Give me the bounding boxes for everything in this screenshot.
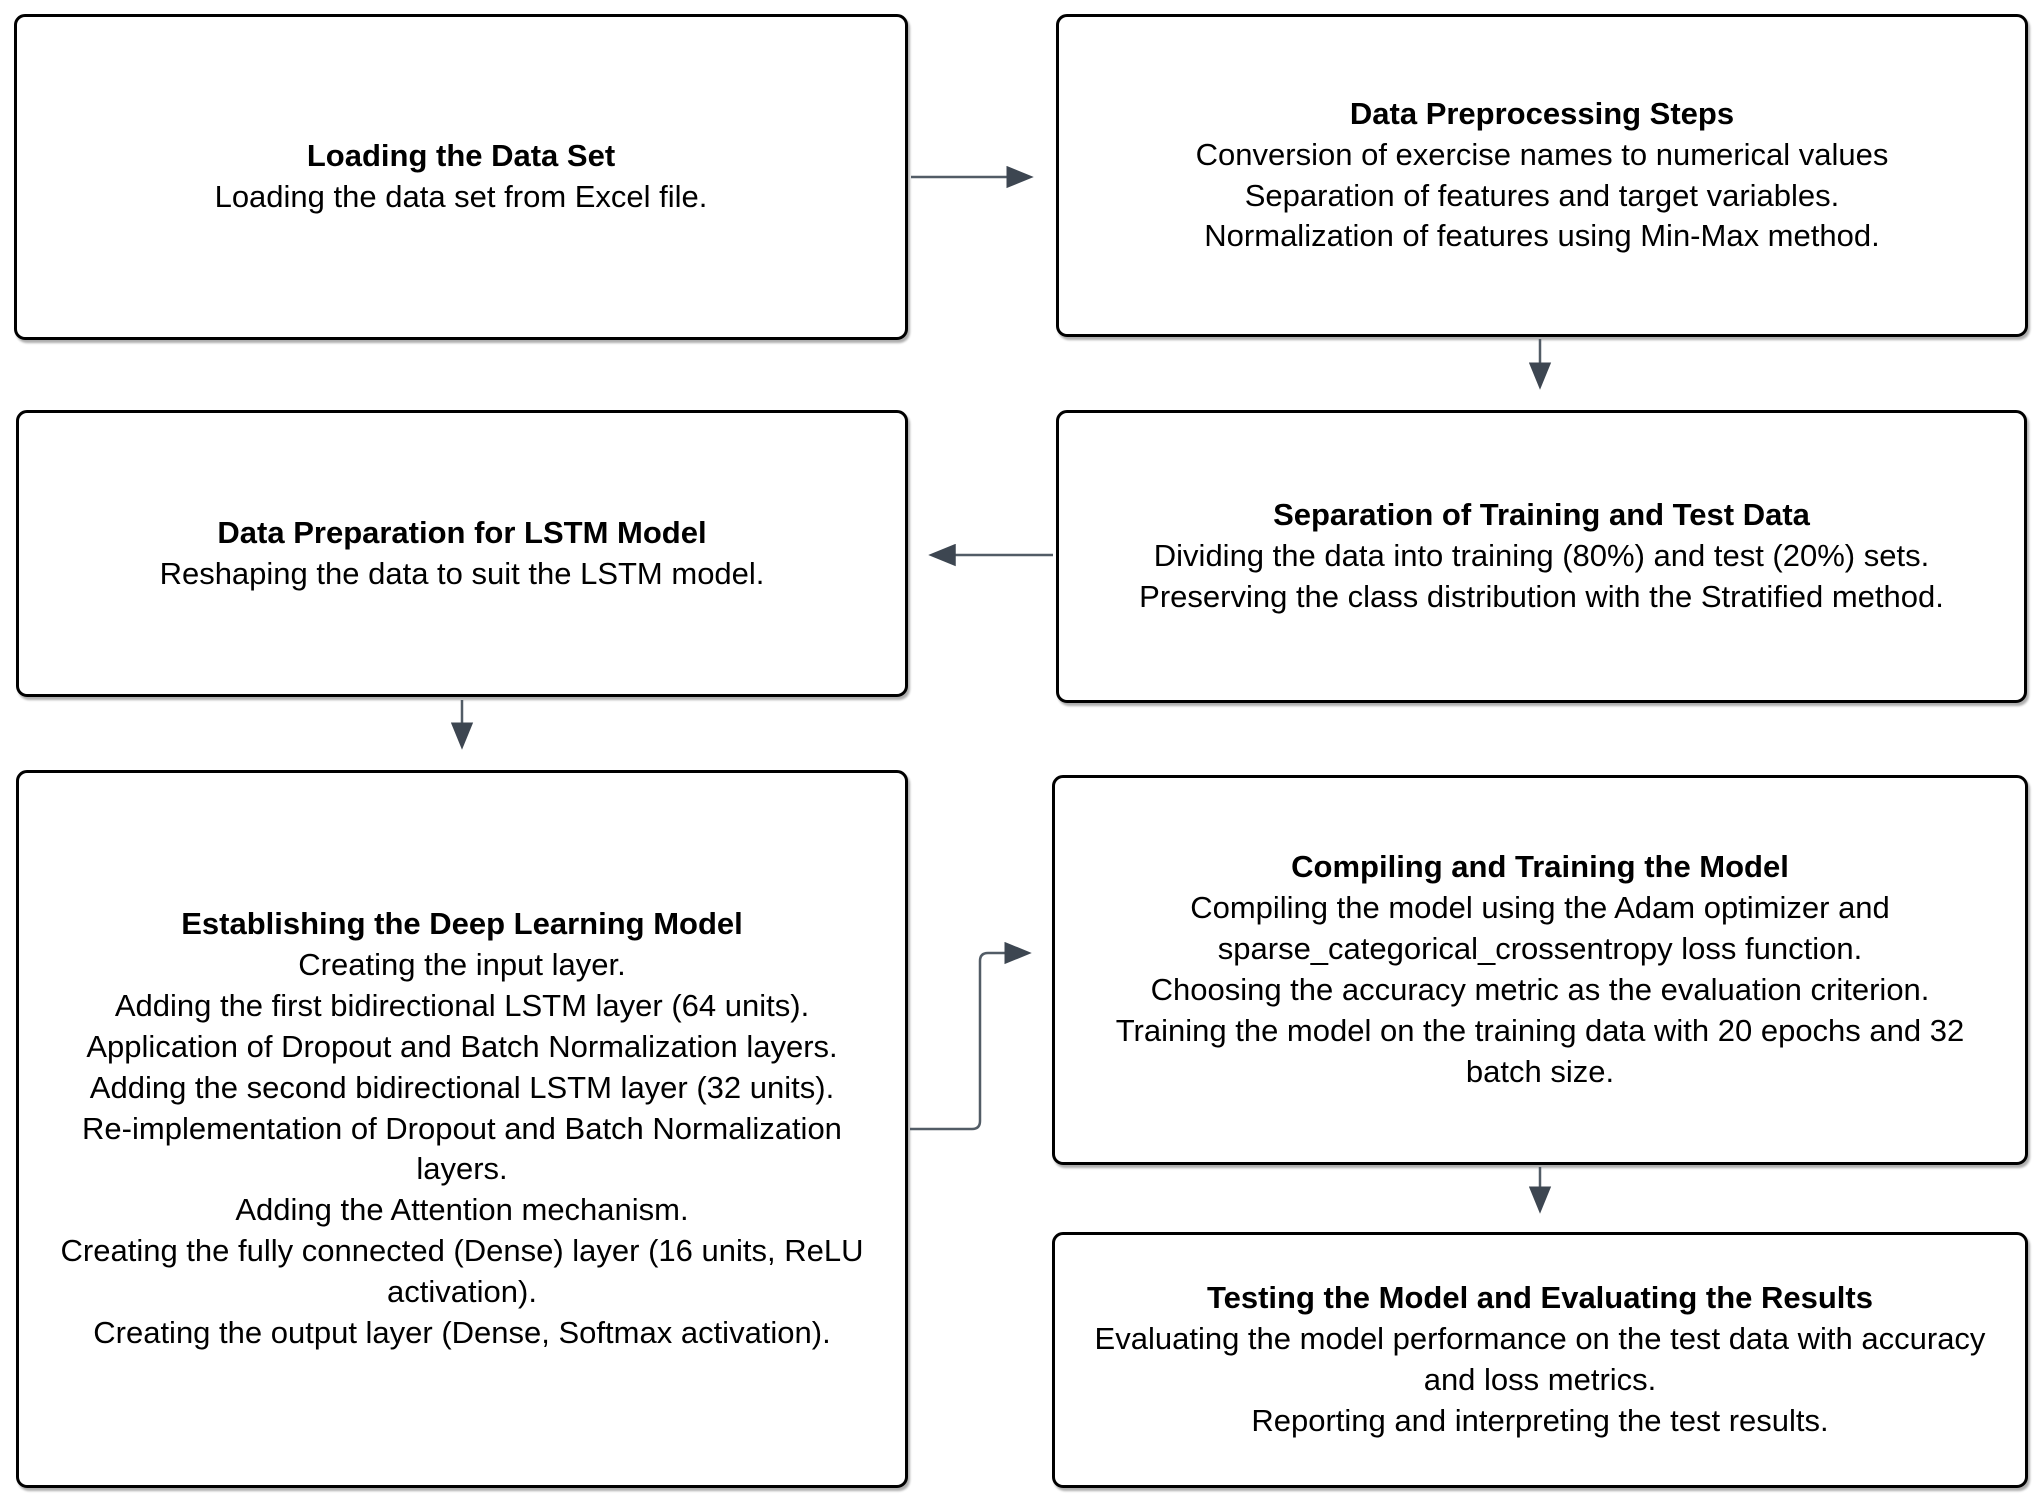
box-line: Creating the output layer (Dense, Softma… — [93, 1315, 831, 1351]
flow-box-separation-training-test-data: Separation of Training and Test Data Div… — [1056, 410, 2027, 703]
box-line: Training the model on the training data … — [1115, 1012, 1965, 1089]
box-line: Creating the fully connected (Dense) lay… — [60, 1233, 864, 1310]
box-line: Separation of features and target variab… — [1244, 177, 1840, 213]
box-line: Choosing the accuracy metric as the eval… — [1150, 972, 1930, 1007]
box-title: Data Preprocessing Steps — [1349, 95, 1735, 131]
box-line: Preserving the class distribution with t… — [1139, 578, 1944, 614]
box-line: Dividing the data into training (80%) an… — [1153, 538, 1930, 574]
flow-box-loading-data-set: Loading the Data Set Loading the data se… — [14, 14, 908, 340]
box-title: Loading the Data Set — [306, 138, 616, 174]
box-line: Adding the second bidirectional LSTM lay… — [89, 1069, 835, 1105]
arrow-model-to-compiling — [910, 941, 1032, 1131]
box-line: Adding the first bidirectional LSTM laye… — [114, 987, 810, 1023]
box-line: Adding the Attention mechanism. — [235, 1192, 689, 1228]
box-line: Evaluating the model performance on the … — [1094, 1321, 1986, 1397]
box-line: Conversion of exercise names to numerica… — [1195, 136, 1889, 172]
box-title: Testing the Model and Evaluating the Res… — [1206, 1280, 1873, 1316]
box-title: Separation of Training and Test Data — [1273, 497, 1810, 533]
box-title: Compiling and Training the Model — [1291, 849, 1789, 885]
box-line: Loading the data set from Excel file. — [214, 179, 708, 214]
box-title: Establishing the Deep Learning Model — [181, 906, 743, 942]
box-title: Data Preparation for LSTM Model — [217, 514, 707, 550]
box-line: Normalization of features using Min-Max … — [1204, 218, 1880, 254]
box-line: Reporting and interpreting the test resu… — [1251, 1402, 1829, 1438]
box-line: Application of Dropout and Batch Normali… — [86, 1028, 838, 1064]
flow-box-establishing-deep-learning-model: Establishing the Deep Learning Model Cre… — [16, 770, 908, 1488]
flow-box-data-preparation-lstm: Data Preparation for LSTM Model Reshapin… — [16, 410, 908, 697]
flow-box-compiling-training-model: Compiling and Training the Model Compili… — [1052, 775, 2028, 1165]
box-line: Re-implementation of Dropout and Batch N… — [82, 1110, 842, 1187]
flow-box-data-preprocessing-steps: Data Preprocessing Steps Conversion of e… — [1056, 14, 2028, 337]
box-line: Reshaping the data to suit the LSTM mode… — [159, 555, 765, 591]
box-line: Creating the input layer. — [298, 946, 626, 982]
flow-box-testing-evaluating-results: Testing the Model and Evaluating the Res… — [1052, 1232, 2028, 1488]
box-line: Compiling the model using the Adam optim… — [1190, 890, 1890, 967]
